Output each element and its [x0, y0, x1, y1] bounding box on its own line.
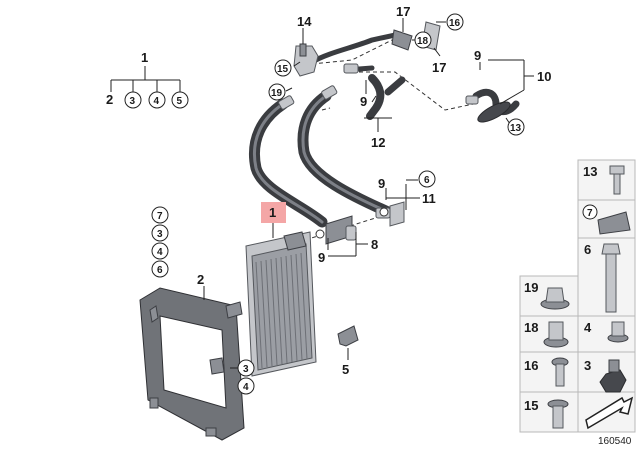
- callout-13: 13: [510, 123, 522, 134]
- callout-4-b: 4: [243, 382, 249, 393]
- callout-6-b: 6: [157, 265, 163, 276]
- callout-9-b: 9: [474, 48, 481, 63]
- oil-cooler: [245, 231, 317, 377]
- callout-18: 18: [417, 36, 429, 47]
- callout-16: 16: [449, 18, 461, 29]
- legend-root-number: 1: [141, 50, 148, 65]
- callout-3-b: 3: [243, 364, 249, 375]
- legend-child-4: 4: [154, 96, 160, 107]
- highlight-box: [261, 202, 286, 223]
- hose-fittings: [278, 63, 479, 245]
- legend-child-5: 5: [177, 96, 183, 107]
- callout-2: 2: [197, 272, 204, 287]
- leader-lines: [203, 18, 534, 369]
- panel-label-15: 15: [524, 398, 538, 413]
- panel-label-4: 4: [584, 320, 592, 335]
- callout-17-top: 17: [396, 4, 410, 19]
- callout-6: 6: [424, 175, 430, 186]
- arrow-icon: [585, 396, 634, 430]
- callout-9-a: 9: [360, 94, 367, 109]
- callout-12: 12: [371, 135, 385, 150]
- callout-10: 10: [537, 69, 551, 84]
- panel-label-13: 13: [583, 164, 597, 179]
- callout-8: 8: [371, 237, 378, 252]
- panel-label-16: 16: [524, 358, 538, 373]
- callout-5: 5: [342, 362, 349, 377]
- legend-child-3: 3: [130, 96, 136, 107]
- mounting-frame: [139, 287, 245, 441]
- panel-label-19: 19: [524, 280, 538, 295]
- callout-7: 7: [157, 211, 163, 222]
- legend-tree: 1 2 3 4 5: [106, 50, 189, 109]
- legend-child-2: 2: [106, 92, 113, 107]
- callout-9-d: 9: [318, 250, 325, 265]
- callout-15: 15: [277, 64, 289, 75]
- callout-17-bottom: 17: [432, 60, 446, 75]
- callouts: 14 15 17 18 16 17 19 9 12 9 10 13 6 9 11…: [151, 4, 551, 395]
- callout-3-a: 3: [157, 229, 163, 240]
- image-id: 160540: [598, 436, 632, 447]
- callout-11: 11: [422, 191, 436, 206]
- callout-19: 19: [271, 88, 283, 99]
- panel-label-6: 6: [584, 242, 591, 257]
- panel-label-18: 18: [524, 320, 538, 335]
- panel-label-7: 7: [587, 208, 593, 219]
- panel-label-3: 3: [584, 358, 591, 373]
- callout-14: 14: [297, 14, 312, 29]
- callout-4-a: 4: [157, 247, 163, 258]
- callout-1: 1: [269, 205, 276, 220]
- callout-9-c: 9: [378, 176, 385, 191]
- parts-panel: 13 7 6 19 18 4 16 3 15: [519, 159, 636, 447]
- bracket-5: [337, 325, 359, 347]
